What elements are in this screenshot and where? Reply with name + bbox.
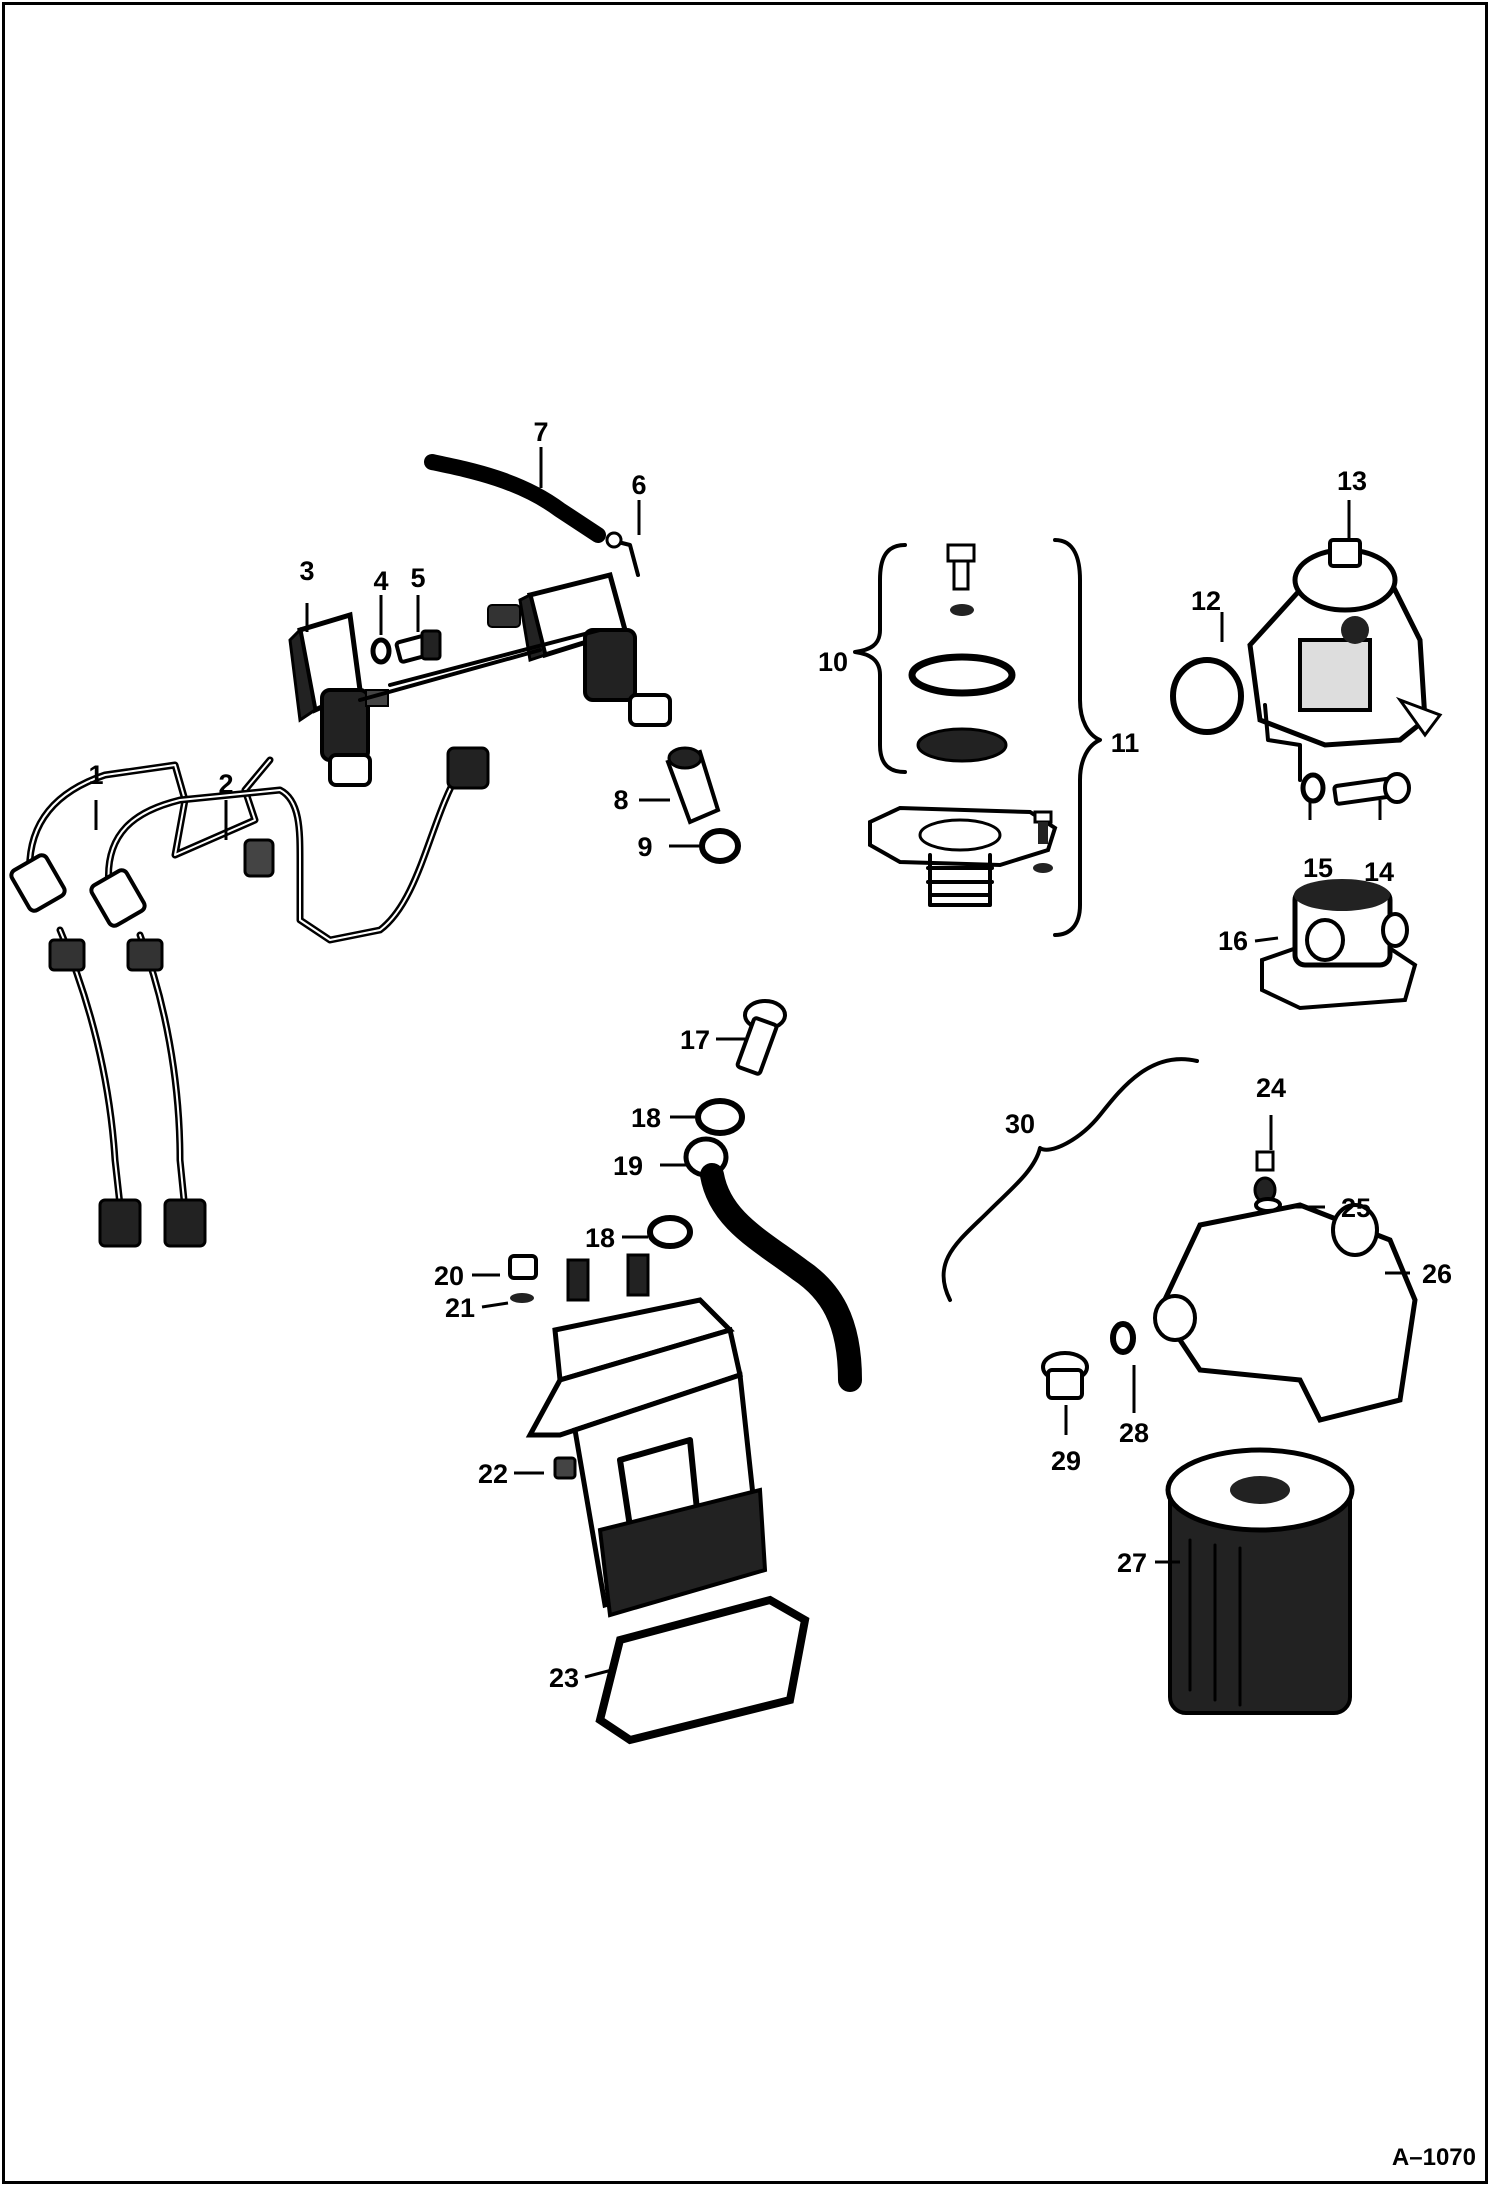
brace-30: [941, 1057, 1199, 1302]
callout-25: 25: [1341, 1193, 1371, 1223]
callout-labels: 1 2 3 4 5 6 7 8 9 10 11 12 13 14 15 16 1…: [88, 417, 1452, 1693]
bolt-14: [1332, 772, 1411, 806]
reference-code: A–1070: [1392, 2144, 1476, 2171]
callout-1: 1: [88, 760, 103, 790]
plug-29: [1041, 1351, 1089, 1400]
lift-pump-13: [1170, 538, 1443, 782]
banjo-bolt-17: [735, 999, 787, 1076]
callout-7: 7: [533, 417, 548, 447]
callout-20: 20: [434, 1261, 464, 1291]
filter-27: [1165, 1447, 1355, 1715]
callout-11: 11: [1111, 728, 1140, 758]
callout-30: 30: [1005, 1109, 1035, 1139]
callout-16: 16: [1218, 926, 1248, 956]
return-hose-7: [424, 454, 606, 543]
callout-6: 6: [631, 470, 646, 500]
nozzle-holder-8: [665, 746, 721, 825]
callout-21: 21: [445, 1293, 475, 1323]
callout-22: 22: [478, 1459, 508, 1489]
filter-head-26: [1153, 1150, 1418, 1423]
callout-10: 10: [818, 647, 848, 677]
washer-28: [1110, 1321, 1136, 1355]
injection-pump: [508, 1253, 768, 1618]
screw-5: [394, 629, 442, 664]
callout-29: 29: [1051, 1446, 1081, 1476]
line-fittings: [9, 746, 490, 1248]
washer-18-top: [695, 1098, 745, 1136]
callout-27: 27: [1117, 1548, 1147, 1578]
callout-12: 12: [1191, 586, 1221, 616]
callout-23: 23: [549, 1663, 579, 1693]
injectors: [288, 571, 672, 787]
callout-17: 17: [680, 1025, 710, 1055]
callout-2: 2: [218, 769, 233, 799]
injection-lines: [26, 756, 464, 1214]
washer-15: [1300, 772, 1326, 804]
callout-18-top: 18: [631, 1103, 661, 1133]
callout-15: 15: [1303, 853, 1333, 883]
callout-28: 28: [1119, 1418, 1149, 1448]
washer-4: [370, 637, 392, 665]
callout-19: 19: [613, 1151, 643, 1181]
callout-24: 24: [1256, 1073, 1286, 1103]
callout-26: 26: [1422, 1259, 1452, 1289]
callout-4: 4: [373, 566, 388, 596]
callout-9: 9: [637, 832, 652, 862]
gasket-23: [595, 1595, 810, 1745]
leader-lines: [94, 447, 1410, 1679]
callout-5: 5: [410, 563, 425, 593]
bowl-16: [1260, 879, 1418, 1011]
callout-13: 13: [1337, 466, 1367, 496]
callout-8: 8: [613, 785, 628, 815]
washer-18-lower: [647, 1215, 693, 1249]
repair-kit-10-11: [853, 538, 1102, 937]
seal-9: [699, 828, 741, 864]
callout-14: 14: [1364, 857, 1394, 887]
callout-18-lower: 18: [585, 1223, 615, 1253]
callout-3: 3: [299, 556, 314, 586]
